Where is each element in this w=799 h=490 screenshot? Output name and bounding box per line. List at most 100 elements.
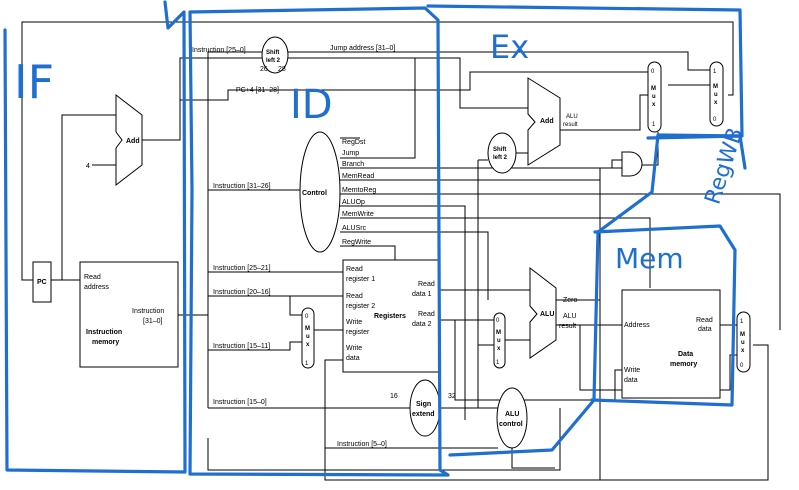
sign-extend: Sign extend xyxy=(409,379,441,437)
label-instr-25-0: Instruction [25–0] xyxy=(192,47,246,54)
stage-label-id: ID xyxy=(290,82,333,128)
signal-branch: Branch xyxy=(342,161,364,168)
control-label: Control xyxy=(302,190,327,197)
branch-mux-in-1: 1 xyxy=(652,122,656,128)
constant-four: 4 xyxy=(86,163,90,170)
label-32: 32 xyxy=(448,393,456,400)
alusrc-u: u xyxy=(497,338,501,344)
reg-in-3: Read xyxy=(346,293,363,300)
signal-memtoreg: MemtoReg xyxy=(342,187,376,194)
imem-in-1: Read xyxy=(84,274,101,281)
shift-branch-1: Shift xyxy=(493,147,506,153)
dmem-write-2: data xyxy=(624,377,638,384)
memtoreg-mux: 1 M u x 0 xyxy=(736,311,751,373)
signal-regdst: RegDst xyxy=(342,139,365,146)
stage-label-mem: Mem xyxy=(615,242,684,275)
signal-aluop: ALUOp xyxy=(342,199,365,206)
pc-adder: Add xyxy=(115,93,143,187)
reg-in-7: Write xyxy=(346,345,362,352)
signal-alusrc: ALUSrc xyxy=(342,225,367,232)
regdst-in-1: 1 xyxy=(305,361,309,367)
reg-name: Registers xyxy=(374,313,406,320)
label-instr-31-26: Instruction [31–26] xyxy=(213,183,271,190)
label-instr-20-16: Instruction [20–16] xyxy=(213,289,271,296)
branch-mux-x: x xyxy=(652,102,656,108)
aluctl-1: ALU xyxy=(505,411,519,418)
branch-mux: 0 M u x 1 xyxy=(647,61,662,133)
reg-in-8: data xyxy=(346,355,360,362)
regdst-in-0: 0 xyxy=(305,314,309,320)
label-16: 16 xyxy=(390,393,398,400)
jump-mux-m: M xyxy=(713,84,718,90)
dmem-write-1: Write xyxy=(624,367,640,374)
regdst-m: M xyxy=(305,326,310,332)
branch-adder: Add ALU result xyxy=(527,77,578,166)
alu-res-1: ALU xyxy=(563,313,577,320)
memtoreg-in-0: 0 xyxy=(740,363,744,369)
branch-and-gate xyxy=(621,151,643,177)
aluctl-2: control xyxy=(499,421,523,428)
mem-stage-outline xyxy=(590,224,737,407)
jump-mux-x: x xyxy=(714,100,718,106)
jump-mux-in-1: 1 xyxy=(713,69,717,75)
dmem-read-1: Read xyxy=(696,317,713,324)
reg-out-4: data 2 xyxy=(412,321,432,328)
datapath-wires xyxy=(21,21,781,481)
id-stage-outline xyxy=(188,6,450,477)
dmem-name-2: memory xyxy=(670,361,697,368)
label-26: 26 xyxy=(260,66,268,73)
dmem-name-1: Data xyxy=(678,351,693,358)
pc-register: PC xyxy=(32,261,52,303)
control-signal-labels: RegDst Jump Branch MemRead MemtoReg ALUO… xyxy=(342,139,376,246)
label-instr-5-0: Instruction [5–0] xyxy=(337,441,387,448)
imem-name-1: Instruction xyxy=(86,329,122,336)
signext-1: Sign xyxy=(416,401,431,408)
dmem-read-2: data xyxy=(698,326,712,333)
label-pc4: PC+4 [31–28] xyxy=(236,87,279,94)
branch-adder-label: Add xyxy=(540,118,554,125)
imem-out-2: [31–0] xyxy=(143,318,163,325)
alusrc-m: M xyxy=(496,330,501,336)
pc-adder-label: Add xyxy=(126,138,140,145)
label-instr-25-21: Instruction [25–21] xyxy=(213,265,271,272)
reg-in-1: Read xyxy=(346,266,363,273)
reg-out-2: data 1 xyxy=(412,291,432,298)
stage-label-if: IF xyxy=(14,55,54,109)
instruction-memory: Read address Instruction [31–0] Instruct… xyxy=(79,261,179,368)
alusrc-in-0: 0 xyxy=(496,318,500,324)
reg-in-4: register 2 xyxy=(346,303,375,310)
memtoreg-x: x xyxy=(741,348,745,354)
shift-branch-2: left 2 xyxy=(493,155,508,161)
alu-control: ALU control xyxy=(496,387,528,449)
dmem-address: Address xyxy=(624,322,650,329)
label-instr-15-11: Instruction [15–11] xyxy=(213,343,270,350)
stage-annotations: IF ID Ex Mem RegWB xyxy=(3,0,749,477)
branch-mux-in-0: 0 xyxy=(651,69,655,75)
signal-regwrite: RegWrite xyxy=(342,239,371,246)
signal-memread: MemRead xyxy=(342,173,374,180)
regdst-mux: 0 M u x 1 xyxy=(301,307,315,369)
alusrc-in-1: 1 xyxy=(496,360,500,366)
memtoreg-m: M xyxy=(740,332,745,338)
signal-jump: Jump xyxy=(342,150,359,157)
wb-stage-outline xyxy=(646,134,747,170)
alu-zero: Zero xyxy=(563,297,578,304)
branch-adder-res-2: result xyxy=(563,122,578,128)
imem-name-2: memory xyxy=(92,339,119,346)
stage-label-ex: Ex xyxy=(490,28,529,66)
label-28: 28 xyxy=(278,66,286,73)
reg-in-5: Write xyxy=(346,319,362,326)
reg-in-2: register 1 xyxy=(346,276,375,283)
regdst-x: x xyxy=(306,342,310,348)
reg-out-3: Read xyxy=(418,311,435,318)
branch-mux-u: u xyxy=(652,94,656,100)
jump-mux: 1 M u x 0 xyxy=(709,61,724,127)
label-instr-15-0: Instruction [15–0] xyxy=(213,399,267,406)
ex-stage-outline xyxy=(426,4,744,457)
wire-labels: Instruction [25–0] Jump address [31–0] P… xyxy=(192,45,456,448)
alusrc-x: x xyxy=(497,346,501,352)
main-alu: ALU Zero ALU result xyxy=(529,266,578,359)
memtoreg-u: u xyxy=(741,340,745,346)
pc-label: PC xyxy=(37,279,47,286)
branch-adder-res-1: ALU xyxy=(566,114,578,120)
